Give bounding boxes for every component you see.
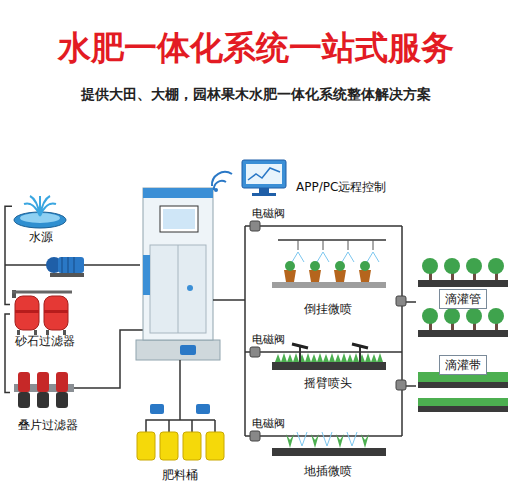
control-machine (136, 188, 220, 360)
valve-label: 电磁阀 (252, 206, 285, 221)
disc-filter-symbol (14, 372, 74, 408)
drip-pipe-node: 滴灌管 (416, 258, 510, 340)
fertilizer-barrel (137, 432, 224, 460)
node-label: 地插微喷 (304, 464, 352, 478)
hanging-spray-node: 倒挂微喷 (268, 234, 388, 316)
node-label: 肥料桶 (162, 468, 198, 482)
rocker-sprinkler-scene (272, 344, 386, 370)
node-label: 倒挂微喷 (304, 302, 352, 316)
node-label: 摇臂喷头 (304, 376, 352, 390)
remote-control-label: APP/PC远程控制 (296, 179, 386, 196)
fountain-icon (14, 196, 66, 228)
drip-pipe-scene (418, 258, 508, 337)
solenoid-valve (250, 221, 406, 441)
node-label: 砂石过滤器 (15, 334, 75, 348)
ground-spray-node: 地插微喷 (268, 408, 388, 478)
pipe-connector (5, 206, 12, 304)
diagram-title: 水肥一体化系统一站式服务 (0, 26, 512, 71)
valve-label: 电磁阀 (252, 332, 285, 347)
node-label: 水源 (29, 230, 53, 244)
node-label: 滴灌管 (439, 289, 487, 309)
subtitle: 提供大田、大棚，园林果木水肥一体化系统整体解决方案 (0, 86, 512, 104)
valve-label: 电磁阀 (252, 416, 285, 431)
fertilizer-barrel-node: 肥料桶 (130, 428, 230, 482)
water-source-node: 水源 (12, 186, 70, 244)
drip-tape-scene (418, 372, 508, 412)
rocker-sprinkler-node: 摇臂喷头 (268, 326, 388, 390)
sand-filter-node: 砂石过滤器 (10, 286, 80, 348)
node-label: 叠片过滤器 (18, 418, 78, 432)
pump-symbol (46, 257, 84, 277)
sand-filter-symbol (12, 290, 72, 335)
ground-spray-scene (272, 432, 386, 456)
node-label: 滴灌带 (439, 355, 487, 375)
drip-tape-node: 滴灌带 (416, 350, 510, 380)
pipe-connector (5, 314, 10, 393)
disc-filter-node: 叠片过滤器 (10, 366, 86, 432)
hanging-spray-scene (272, 240, 386, 288)
remote-control-icon (212, 160, 286, 196)
